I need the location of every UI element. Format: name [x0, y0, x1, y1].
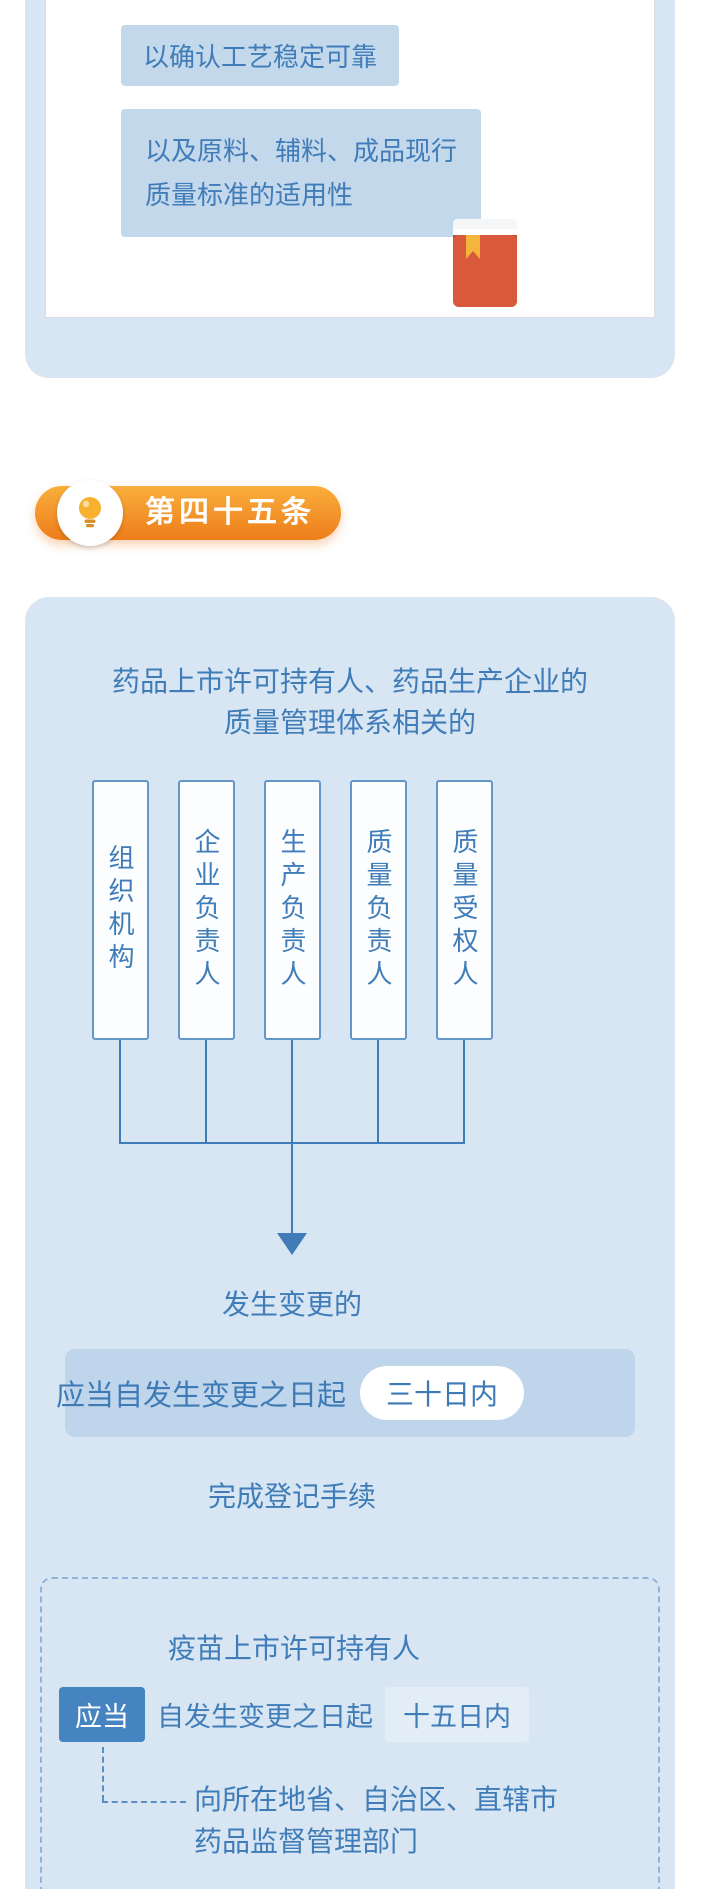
role-label: 企业负责人: [191, 827, 221, 993]
book-icon: [446, 211, 524, 313]
content-panel: 以确认工艺稳定可靠 以及原料、辅料、成品现行 质量标准的适用性: [45, 0, 655, 318]
role-box-enterprise-head: 企业负责人: [178, 780, 235, 1040]
role-label: 组织机构: [105, 844, 135, 976]
section-title: 药品上市许可持有人、药品生产企业的 质量管理体系相关的: [25, 661, 675, 743]
note-1-text: 以确认工艺稳定可靠: [143, 42, 378, 72]
destination-line2: 药品监督管理部门: [194, 1826, 419, 1857]
deadline-bar: 应当自发生变更之日起 三十日内: [56, 1349, 635, 1437]
title-line2: 质量管理体系相关的: [223, 707, 476, 738]
title-line1: 药品上市许可持有人、药品生产企业的: [111, 666, 588, 697]
article-badge: 第四十五条: [35, 480, 341, 546]
connector-line: [119, 1040, 121, 1144]
role-label: 质量受权人: [449, 827, 479, 993]
deadline-text: 应当自发生变更之日起: [55, 1380, 346, 1412]
note-2-line2: 质量标准的适用性: [145, 180, 354, 210]
top-card: 以确认工艺稳定可靠 以及原料、辅料、成品现行 质量标准的适用性: [25, 0, 675, 378]
role-label: 生产负责人: [277, 827, 307, 993]
change-caption: 发生变更的: [221, 1289, 362, 1320]
note-box-1: 以确认工艺稳定可靠: [121, 25, 400, 86]
note-box-2: 以及原料、辅料、成品现行 质量标准的适用性: [121, 109, 482, 237]
arrow-down-icon: [277, 1233, 307, 1255]
role-box-quality-authorized: 质量受权人: [436, 780, 493, 1040]
vaccine-deadline-row: 应当 自发生变更之日起 十五日内: [42, 1687, 662, 1742]
article-number: 第四十五条: [145, 496, 315, 529]
connector-line: [291, 1040, 293, 1234]
destination-text: 向所在地省、自治区、直辖市 药品监督管理部门: [194, 1779, 558, 1863]
dashed-connector-vertical: [102, 1747, 104, 1801]
role-label: 质量负责人: [363, 827, 393, 993]
must-label: 应当: [59, 1687, 145, 1742]
complete-caption: 完成登记手续: [207, 1481, 376, 1512]
note-2-line1: 以及原料、辅料、成品现行: [145, 136, 458, 166]
role-box-production-head: 生产负责人: [264, 780, 321, 1040]
vaccine-title: 疫苗上市许可持有人: [167, 1633, 420, 1664]
vaccine-text: 自发生变更之日起: [157, 1702, 373, 1732]
vaccine-deadline: 十五日内: [385, 1687, 529, 1742]
dashed-connector-horizontal: [102, 1801, 186, 1803]
lightbulb-icon: [57, 480, 123, 546]
connector-line: [377, 1040, 379, 1144]
role-box-quality-head: 质量负责人: [350, 780, 407, 1040]
connector-line: [205, 1040, 207, 1144]
destination-line1: 向所在地省、自治区、直辖市: [194, 1784, 559, 1815]
role-box-organization: 组织机构: [92, 780, 149, 1040]
connector-line: [463, 1040, 465, 1144]
vaccine-section: 疫苗上市许可持有人 应当 自发生变更之日起 十五日内 向所在地省、自治区、直辖市…: [40, 1577, 660, 1889]
deadline-pill: 三十日内: [360, 1366, 525, 1420]
article-45-card: 药品上市许可持有人、药品生产企业的 质量管理体系相关的 组织机构 企业负责人 生…: [25, 597, 675, 1889]
